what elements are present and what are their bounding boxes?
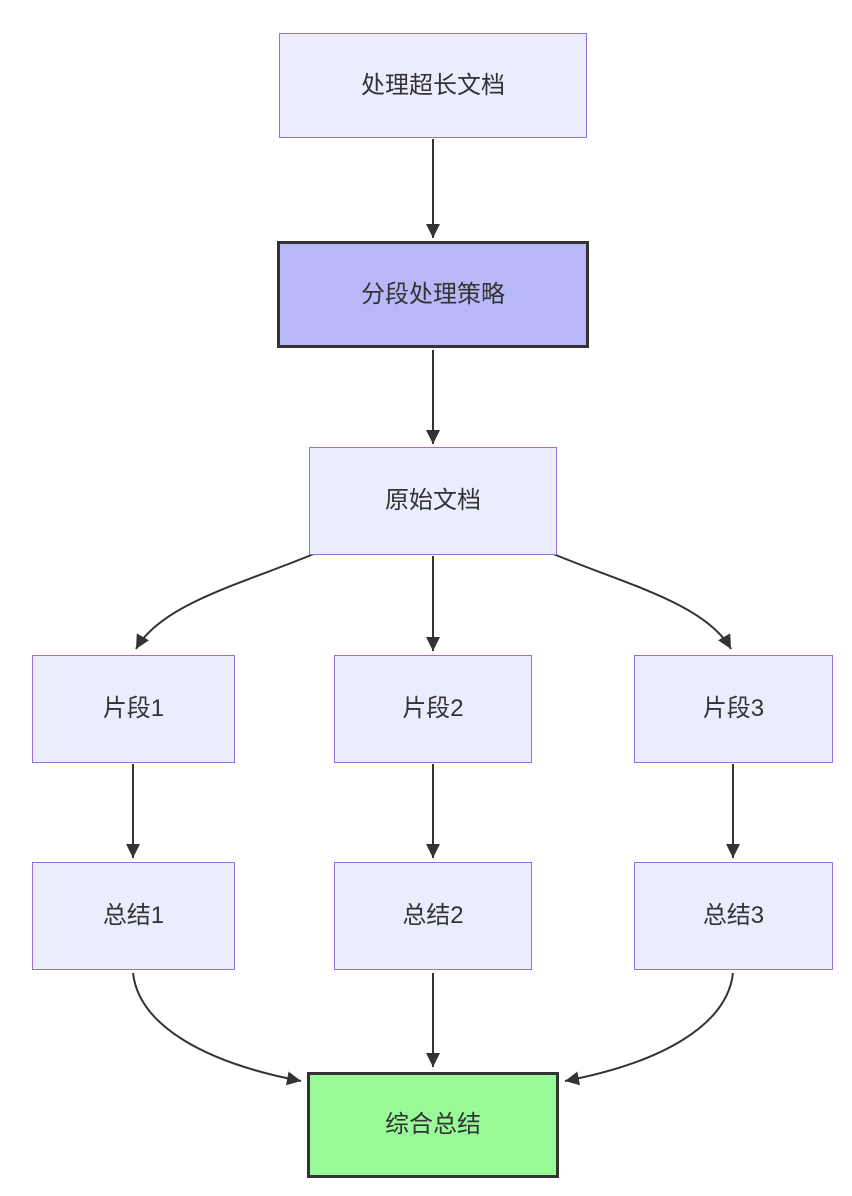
node-label: 总结3 bbox=[702, 902, 765, 930]
node-label: 处理超长文档 bbox=[361, 71, 505, 99]
node-label: 原始文档 bbox=[385, 487, 481, 515]
node-fragment-2: 片段2 bbox=[334, 655, 532, 763]
node-segmentation-strategy: 分段处理策略 bbox=[277, 241, 589, 348]
node-original-doc: 原始文档 bbox=[309, 447, 557, 555]
node-summary-3: 总结3 bbox=[634, 862, 833, 970]
edge-c-f bbox=[550, 552, 732, 650]
edge-c-d bbox=[135, 552, 317, 650]
node-label: 综合总结 bbox=[385, 1111, 481, 1139]
edge-g-j bbox=[132, 972, 302, 1086]
node-label: 总结2 bbox=[402, 902, 464, 930]
node-label: 分段处理策略 bbox=[361, 280, 505, 308]
node-fragment-3: 片段3 bbox=[634, 655, 833, 763]
node-summary-2: 总结2 bbox=[334, 862, 532, 970]
node-label: 片段1 bbox=[102, 695, 165, 723]
node-handle-long-doc: 处理超长文档 bbox=[279, 33, 587, 138]
node-summary-1: 总结1 bbox=[32, 862, 235, 970]
node-label: 片段3 bbox=[702, 695, 765, 723]
node-fragment-1: 片段1 bbox=[32, 655, 235, 763]
edge-i-j bbox=[564, 972, 734, 1086]
node-label: 片段2 bbox=[402, 695, 464, 723]
node-final-summary: 综合总结 bbox=[307, 1072, 559, 1178]
node-label: 总结1 bbox=[102, 902, 165, 930]
